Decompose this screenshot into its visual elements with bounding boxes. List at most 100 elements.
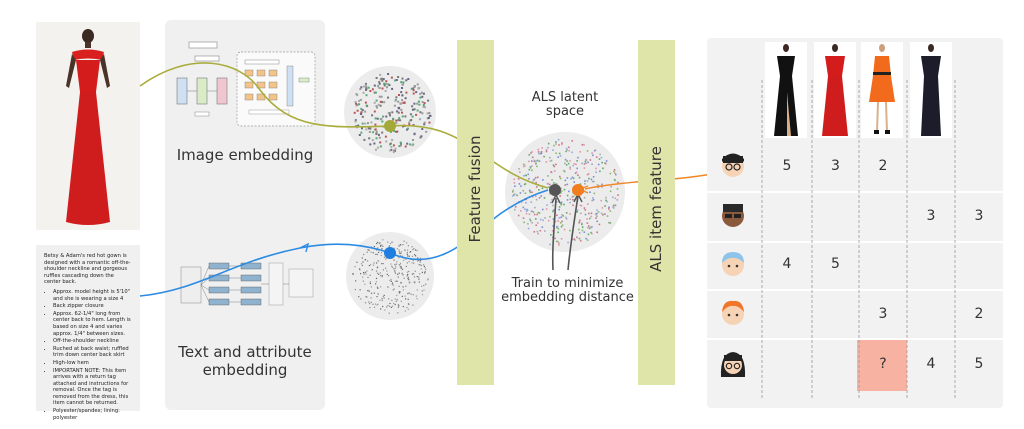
cloud-point [614,204,617,207]
cloud-point [358,296,360,298]
cloud-point [394,149,396,152]
cloud-point [591,199,593,202]
cloud-point [399,102,402,105]
cloud-point [400,300,402,302]
cloud-point [398,249,400,251]
cloud-point [523,221,525,224]
cloud-point [413,132,416,135]
cloud-point [570,178,572,180]
cloud-point [377,247,379,249]
cloud-point [561,142,563,144]
cloud-point [596,209,598,211]
cloud-point [413,276,416,278]
cloud-point [407,78,410,80]
cloud-point [393,302,395,304]
cloud-point [572,177,575,180]
cloud-point [393,247,395,249]
cloud-point [588,177,590,180]
cloud-point [407,278,410,280]
cloud-point [369,281,371,283]
cloud-point [525,212,528,215]
cloud-point [354,266,356,268]
cloud-point [378,273,380,275]
cloud-point [536,159,539,162]
cloud-point [394,303,396,306]
cloud-point [558,206,561,208]
cloud-point [399,119,402,122]
cloud-point [560,225,563,228]
cloud-point [382,269,384,271]
cloud-point [592,198,595,201]
cloud-point [399,262,402,264]
cloud-point [402,82,404,85]
cloud-point [386,86,388,89]
cloud-point [539,218,542,221]
cloud-point [527,223,529,225]
cloud-point [542,219,544,222]
cloud-point [412,87,415,90]
cloud-point [601,183,603,186]
cloud-point [401,87,403,89]
cloud-point [531,151,533,153]
cloud-point [388,298,390,300]
cloud-point [404,249,406,251]
cloud-point [376,242,378,245]
cloud-point [377,133,380,136]
cloud-point [373,110,376,113]
cloud-point [369,282,371,285]
cloud-point [377,303,379,305]
cloud-point [530,201,533,203]
cloud-point [365,94,368,97]
cloud-point [358,134,361,136]
cloud-point [419,260,422,262]
image-embedding-caption: Image embedding [176,146,314,164]
cloud-point [541,187,544,190]
cloud-point [391,87,394,90]
cloud-point [558,208,560,211]
cloud-point [419,118,421,121]
cloud-point [392,149,395,152]
cloud-point [394,263,396,266]
cloud-point [545,161,548,163]
cloud-point [363,273,365,275]
cloud-point [600,199,602,202]
cloud-point [600,212,603,215]
cloud-point [360,86,363,89]
cloud-point [533,178,536,181]
cloud-point [373,245,375,248]
cloud-point [579,239,582,242]
cloud-point [591,163,593,165]
rating-cell: 3 [926,208,936,224]
cloud-point [560,201,563,204]
cloud-point [609,172,612,175]
cloud-point [372,303,374,305]
cloud-point [395,79,398,81]
cloud-point [543,155,545,158]
cloud-point [426,117,429,120]
cloud-point [396,280,398,282]
cloud-point [392,117,395,120]
cloud-point [394,79,397,82]
cloud-point [528,189,531,192]
cloud-point [387,83,390,86]
cloud-point [380,286,382,288]
cloud-point [412,139,414,141]
cloud-point [587,203,589,205]
train-arrow-2 [567,195,579,271]
cloud-point [533,160,536,163]
rating-cell: 3 [974,208,984,224]
cloud-point [568,149,570,152]
cloud-point [563,170,566,173]
cloud-point [542,179,544,181]
cloud-point [398,107,401,110]
cloud-point [604,162,606,164]
cloud-point [529,167,532,169]
cloud-point [406,142,409,145]
cloud-point [557,228,560,230]
cloud-point [565,147,568,150]
cloud-point [374,91,377,94]
cloud-point [400,282,402,284]
cloud-point [401,273,403,275]
cloud-point [392,289,394,291]
description-bullets: Approx. model height is 5'10" and she is… [44,289,132,421]
